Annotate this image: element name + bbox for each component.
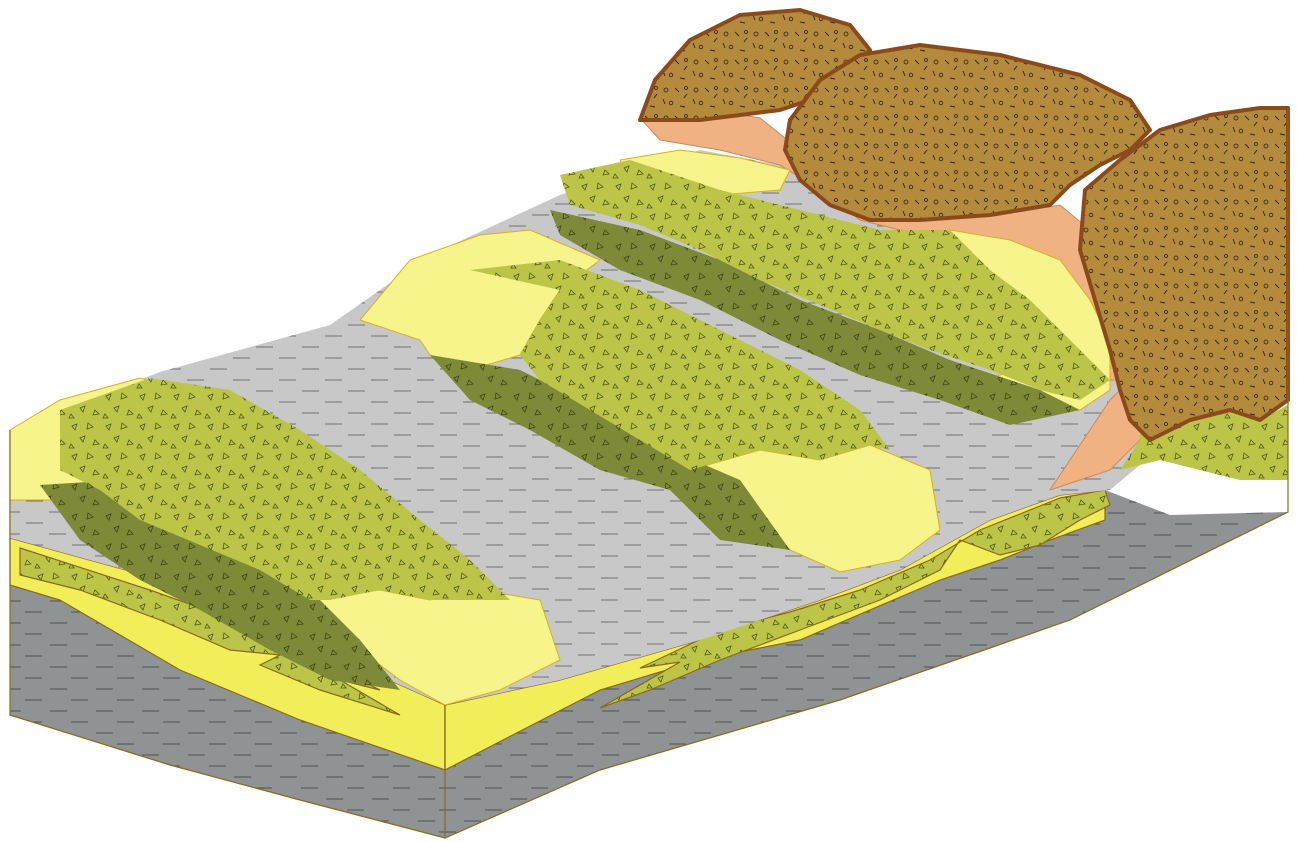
block-diagram — [0, 0, 1297, 842]
